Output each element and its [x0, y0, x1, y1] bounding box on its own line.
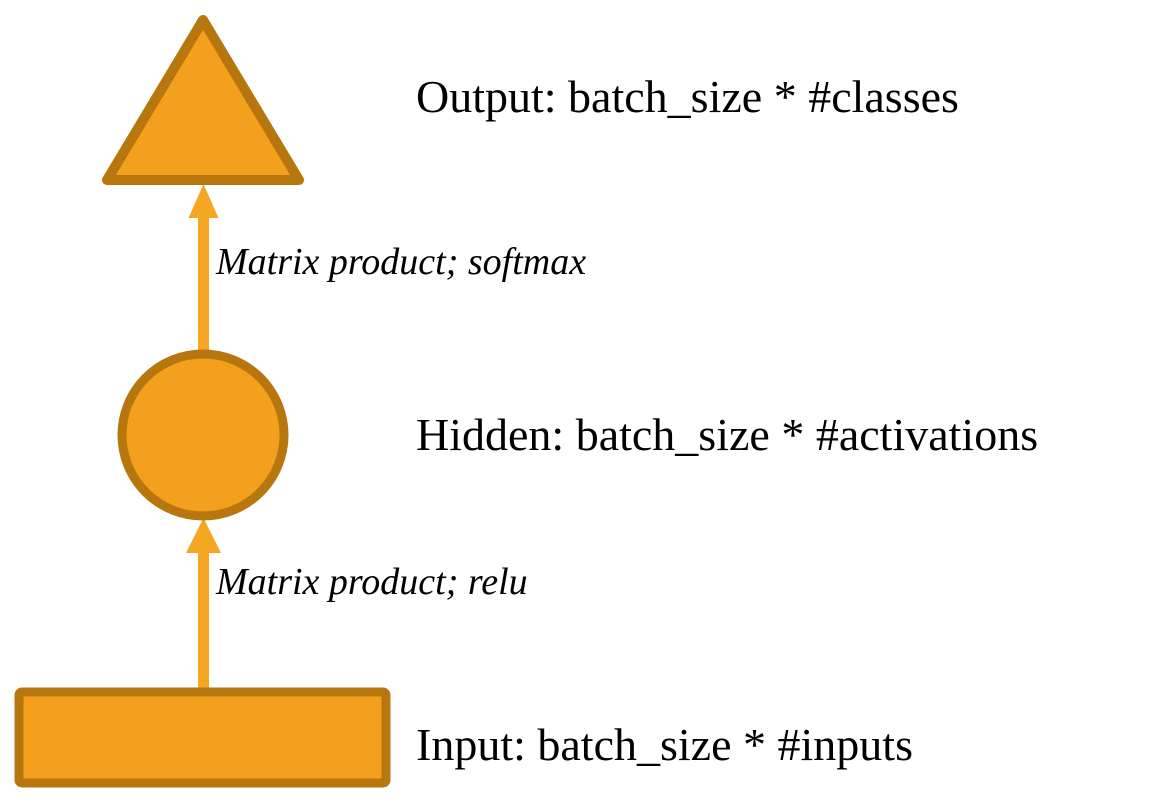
edge-input-to-hidden	[186, 518, 221, 693]
arrow-head-input-to-hidden	[186, 518, 221, 553]
arrow-head-hidden-to-output	[188, 184, 219, 218]
node-output-triangle	[102, 15, 304, 185]
node-label-input: Input: batch_size * #inputs	[416, 719, 913, 770]
arrow-shaft-hidden-to-output	[198, 213, 209, 359]
node-label-hidden: Hidden: batch_size * #activations	[416, 409, 1039, 460]
edge-label-hidden-to-output: Matrix product; softmax	[216, 241, 587, 283]
edge-label-input-to-hidden: Matrix product; relu	[216, 561, 528, 603]
arrow-shaft-input-to-hidden	[198, 548, 209, 693]
node-input-rectangle	[14, 687, 391, 788]
node-label-output: Output: batch_size * #classes	[416, 71, 959, 122]
node-hidden-circle	[117, 349, 289, 521]
edge-hidden-to-output	[188, 184, 219, 359]
